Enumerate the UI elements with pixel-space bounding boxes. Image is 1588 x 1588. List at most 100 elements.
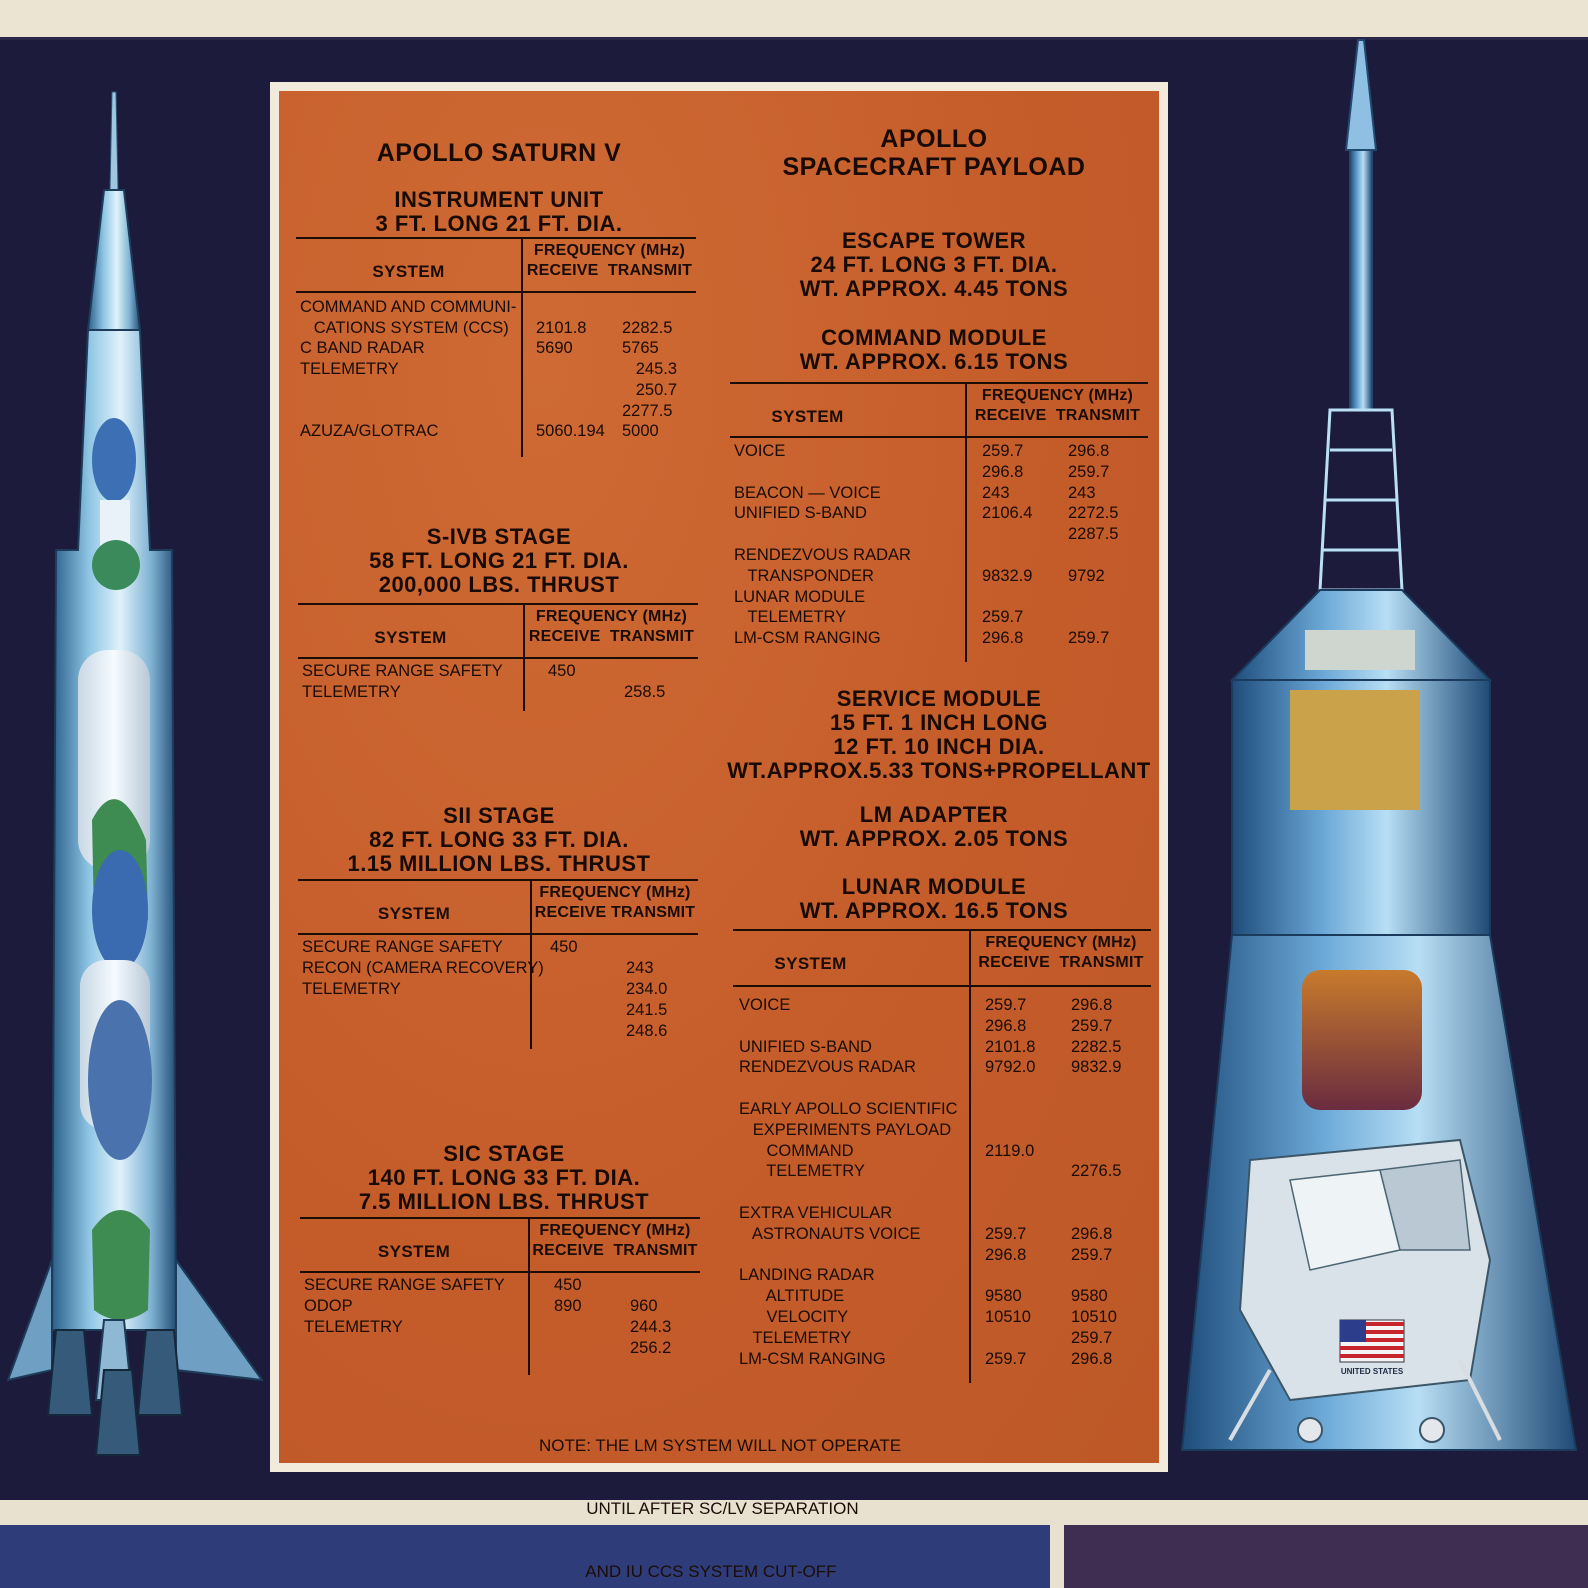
note-line3: AND IU CCS SYSTEM CUT-OFF — [539, 1562, 837, 1581]
system-cell: VOICE — [739, 996, 791, 1014]
payload-title-line1: APOLLO — [880, 125, 988, 153]
system-cell: VELOCITY — [739, 1308, 849, 1326]
escape-tower-title: ESCAPE TOWER 24 FT. LONG 3 FT. DIA. WT. … — [729, 229, 1139, 301]
transmit-cell: 296.8 — [1068, 442, 1110, 460]
top-paper-strip — [0, 0, 1588, 40]
system-cell: LM-CSM RANGING — [734, 629, 881, 648]
instrument-unit-title-line: INSTRUMENT UNIT — [394, 187, 604, 212]
freq-label: FREQUENCY (MHz) — [539, 1222, 691, 1239]
transmit-cell: 259.7 — [1068, 462, 1110, 481]
receive-cell: 450 — [548, 662, 576, 680]
transmit-cell: 9792 — [1068, 566, 1105, 585]
system-cell: TRANSPONDER — [734, 566, 874, 585]
bottom-right-panel — [1064, 1525, 1588, 1588]
transmit-cell: 243 — [1068, 483, 1096, 502]
receive-cell: 259.7 — [985, 996, 1027, 1014]
receive-cell: 450 — [550, 938, 578, 956]
col-header-system: SYSTEM — [372, 262, 445, 281]
transmit-cell: 256.2 — [630, 1339, 672, 1357]
transmit-cell: 960 — [630, 1297, 658, 1315]
table-row: TELEMETRY 258.5 — [298, 682, 698, 703]
sii-table: SYSTEM FREQUENCY (MHz) RECEIVE TRANSMIT … — [298, 879, 698, 1051]
col-header-system: SYSTEM — [374, 628, 447, 647]
sivb-thrust-line: 200,000 LBS. THRUST — [378, 572, 620, 597]
table-row: EARLY APOLLO SCIENTIFIC — [733, 1099, 1151, 1120]
bottom-left-panel — [0, 1525, 1050, 1588]
table-row: VOICE 259.7 296.8 — [733, 995, 1151, 1016]
transmit-cell: 9580 — [1071, 1287, 1108, 1306]
lunar-module-line2: WT. APPROX. 16.5 TONS — [799, 898, 1069, 923]
table-row: TELEMETRY 245.3 — [296, 359, 696, 380]
receive-cell: 296.8 — [982, 462, 1024, 481]
system-cell: RECON (CAMERA RECOVERY) — [302, 959, 544, 977]
freq-label: FREQUENCY (MHz) — [985, 934, 1137, 951]
transmit-cell: 248.6 — [626, 1022, 668, 1040]
system-cell: TELEMETRY — [304, 1318, 403, 1336]
table-row: 296.8 259.7 — [730, 462, 1148, 483]
transmit-cell: 259.7 — [1071, 1328, 1113, 1347]
service-module-line3: 12 FT. 10 INCH DIA. — [833, 734, 1045, 759]
col-header-system: SYSTEM — [771, 407, 844, 426]
table-row: 256.2 — [300, 1338, 700, 1359]
lunar-module-table: SYSTEM FREQUENCY (MHz) RECEIVE TRANSMIT … — [733, 929, 1151, 1385]
instrument-unit-dims-line: 3 FT. LONG 21 FT. DIA. — [375, 211, 623, 236]
table-row: COMMAND AND COMMUNI- — [296, 297, 696, 318]
system-cell: TELEMETRY — [739, 1162, 865, 1181]
transmit-cell: 259.7 — [1068, 629, 1110, 648]
command-module-table: SYSTEM FREQUENCY (MHz) RECEIVE TRANSMIT … — [730, 382, 1148, 664]
freq-label: FREQUENCY (MHz) — [981, 387, 1134, 404]
receive-cell: 450 — [554, 1276, 582, 1294]
sii-thrust-line: 1.15 MILLION LBS. THRUST — [347, 851, 651, 876]
transmit-cell: 241.5 — [626, 1001, 668, 1019]
receive-cell: 259.7 — [985, 1349, 1027, 1368]
col-header-system: SYSTEM — [774, 954, 847, 973]
system-cell: SECURE RANGE SAFETY — [302, 938, 503, 956]
system-cell: TELEMETRY — [739, 1328, 852, 1347]
receive-cell: 259.7 — [982, 608, 1024, 627]
system-cell: EXTRA VEHICULAR — [739, 1204, 893, 1222]
transmit-cell: 296.8 — [1071, 996, 1113, 1014]
transmit-cell: 9832.9 — [1071, 1058, 1122, 1077]
transmit-cell: 5765 — [622, 339, 659, 358]
table-row: LANDING RADAR — [733, 1265, 1151, 1286]
lm-adapter-title: LM ADAPTER WT. APPROX. 2.05 TONS — [729, 803, 1139, 851]
sivb-table: SYSTEM FREQUENCY (MHz) RECEIVE TRANSMIT … — [298, 603, 698, 713]
table-row: 248.6 — [298, 1021, 698, 1042]
table-row: 241.5 — [298, 1000, 698, 1021]
command-module-line2: WT. APPROX. 6.15 TONS — [799, 349, 1069, 374]
system-cell: RENDEZVOUS RADAR — [734, 546, 911, 564]
sii-stage-title: SII STAGE 82 FT. LONG 33 FT. DIA. 1.15 M… — [299, 804, 699, 876]
lunar-module-title: LUNAR MODULE WT. APPROX. 16.5 TONS — [729, 875, 1139, 923]
command-module-line1: COMMAND MODULE — [821, 325, 1047, 350]
transmit-cell: 259.7 — [1071, 1245, 1113, 1264]
receive-cell: 259.7 — [985, 1224, 1027, 1243]
system-cell: TELEMETRY — [302, 683, 401, 701]
table-row: LUNAR MODULE — [730, 587, 1148, 608]
sic-thrust-line: 7.5 MILLION LBS. THRUST — [358, 1189, 650, 1214]
table-row: EXTRA VEHICULAR — [733, 1203, 1151, 1224]
system-cell: C BAND RADAR — [300, 339, 425, 358]
receive-cell: 259.7 — [982, 442, 1024, 460]
instrument-unit-title: INSTRUMENT UNIT 3 FT. LONG 21 FT. DIA. — [299, 188, 699, 236]
receive-cell: 2101.8 — [536, 318, 587, 337]
sic-stage-title: SIC STAGE 140 FT. LONG 33 FT. DIA. 7.5 M… — [304, 1142, 704, 1214]
system-cell: LANDING RADAR — [739, 1266, 875, 1285]
receive-cell: 9832.9 — [982, 566, 1033, 585]
receive-cell: 5060.194 — [536, 422, 605, 441]
transmit-cell: 2272.5 — [1068, 504, 1119, 523]
system-cell: LM-CSM RANGING — [739, 1349, 886, 1368]
rx-tx-label: RECEIVE TRANSMIT — [534, 904, 696, 921]
sivb-dims-line: 58 FT. LONG 21 FT. DIA. — [369, 548, 629, 573]
transmit-cell: 2282.5 — [622, 318, 673, 337]
transmit-cell: 258.5 — [624, 683, 666, 701]
transmit-cell: 259.7 — [1071, 1016, 1113, 1035]
service-module-line1: SERVICE MODULE — [836, 686, 1042, 711]
